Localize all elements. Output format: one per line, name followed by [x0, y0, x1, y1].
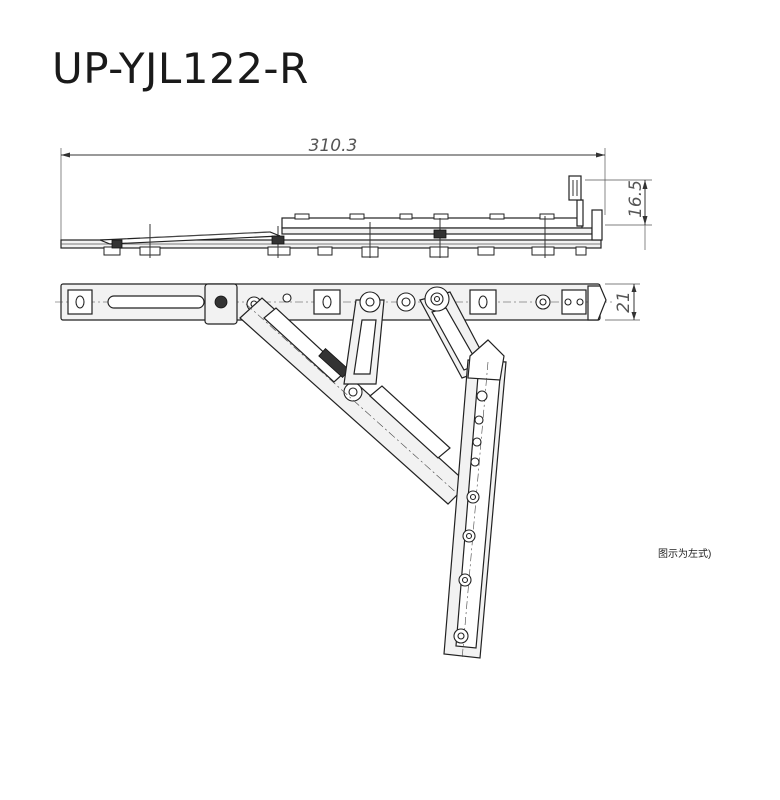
sash-arm	[443, 339, 507, 661]
product-title: UP-YJL122-R	[52, 44, 309, 93]
top-view-left-block	[204, 283, 262, 325]
left-version-note: 图示为左式)	[658, 549, 712, 560]
overall-length-dimension: 310.3	[60, 136, 606, 240]
top-view-base-plate: 21	[55, 283, 640, 321]
side-height-label: 16.5	[626, 180, 646, 218]
top-width-label: 21	[614, 291, 634, 313]
long-diagonal-arm	[239, 297, 471, 506]
overall-length-label: 310.3	[309, 136, 358, 156]
middle-short-arm	[343, 291, 385, 385]
side-view: 16.5	[60, 175, 652, 258]
